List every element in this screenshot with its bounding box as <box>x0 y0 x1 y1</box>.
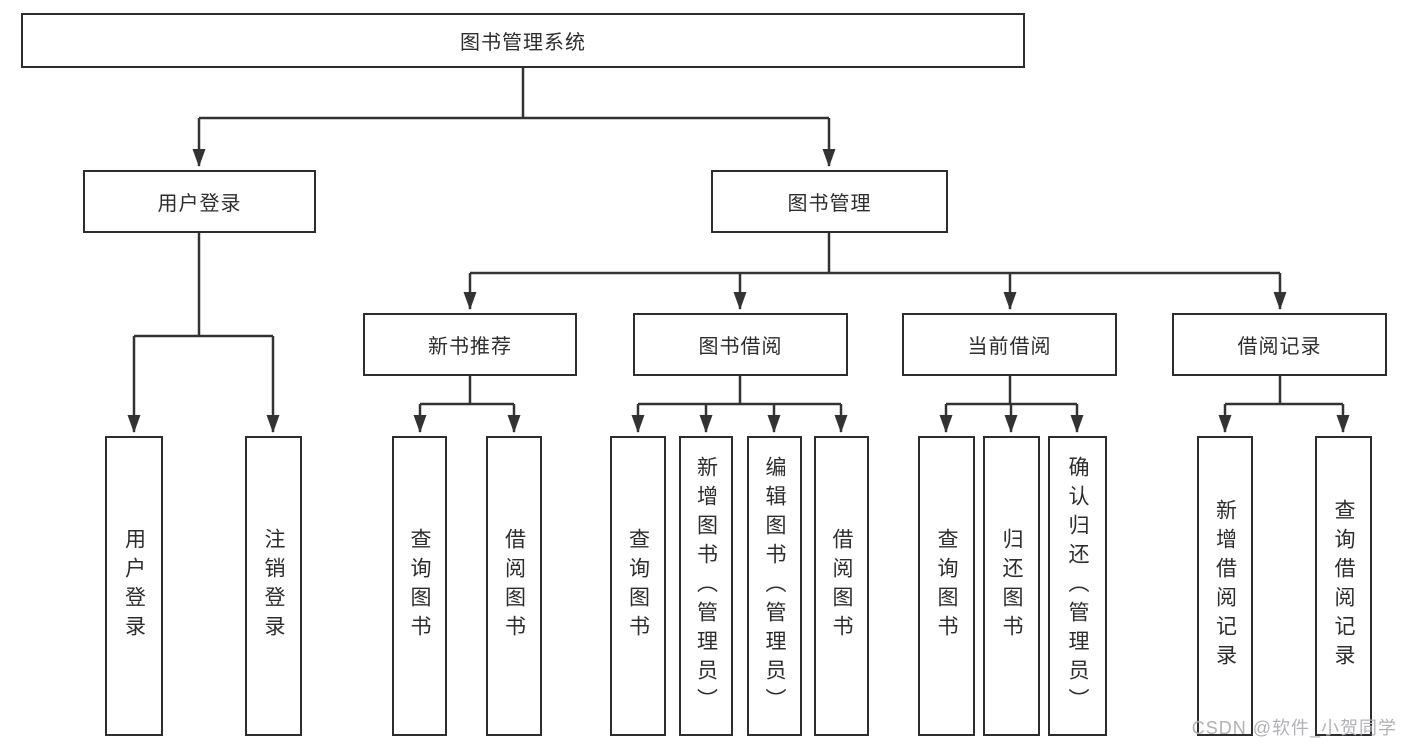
node-label: 借阅记录 <box>1237 336 1322 358</box>
leaf-label: 注销登录 <box>262 528 285 644</box>
leaf-recommend-borrow-books: 借阅图书 <box>486 436 542 736</box>
leaf-label: 用户登录 <box>122 528 146 644</box>
leaf-label: 查询图书 <box>626 528 650 644</box>
leaf-label: 查询图书 <box>408 528 431 644</box>
leaf-label: 查询借阅记录 <box>1332 499 1355 673</box>
leaf-borrowing-query-books: 查询图书 <box>610 436 666 736</box>
node-library-management-system: 图书管理系统 <box>21 13 1025 68</box>
leaf-label: 借阅图书 <box>830 528 853 644</box>
leaf-label: 确认归还（管理员） <box>1066 455 1089 717</box>
node-user-login: 用户登录 <box>83 170 316 233</box>
leaf-records-query-record: 查询借阅记录 <box>1315 436 1372 736</box>
leaf-label: 编辑图书（管理员） <box>763 455 786 717</box>
leaf-label: 归还图书 <box>1000 528 1023 644</box>
leaf-current-confirm-return-admin: 确认归还（管理员） <box>1048 436 1107 736</box>
node-label: 新书推荐 <box>428 336 512 358</box>
leaf-borrowing-add-books-admin: 新增图书（管理员） <box>679 436 733 736</box>
node-label: 用户登录 <box>157 193 242 215</box>
leaf-user-login: 用户登录 <box>105 436 163 736</box>
leaf-label: 查询图书 <box>935 528 958 644</box>
leaf-logout: 注销登录 <box>245 436 302 736</box>
node-label: 图书借阅 <box>698 336 783 358</box>
leaf-borrowing-borrow-books: 借阅图书 <box>814 436 869 736</box>
leaf-recommend-query-books: 查询图书 <box>392 436 447 736</box>
csdn-watermark: CSDN @软件_小贺同学 <box>1191 718 1397 738</box>
node-book-management: 图书管理 <box>711 170 948 233</box>
leaf-records-add-record: 新增借阅记录 <box>1197 436 1253 736</box>
leaf-label: 新增图书（管理员） <box>694 455 718 717</box>
node-current-borrowing: 当前借阅 <box>902 313 1117 376</box>
node-label: 图书管理系统 <box>460 32 586 54</box>
node-borrowing-records: 借阅记录 <box>1172 313 1387 376</box>
leaf-current-query-books: 查询图书 <box>918 436 975 736</box>
node-label: 当前借阅 <box>967 336 1052 358</box>
node-label: 图书管理 <box>787 193 872 215</box>
leaf-current-return-books: 归还图书 <box>983 436 1040 736</box>
leaf-label: 新增借阅记录 <box>1213 499 1237 673</box>
leaf-borrowing-edit-books-admin: 编辑图书（管理员） <box>747 436 802 736</box>
leaf-label: 借阅图书 <box>502 528 526 644</box>
node-book-borrowing: 图书借阅 <box>633 313 848 376</box>
node-new-book-recommend: 新书推荐 <box>363 313 577 376</box>
